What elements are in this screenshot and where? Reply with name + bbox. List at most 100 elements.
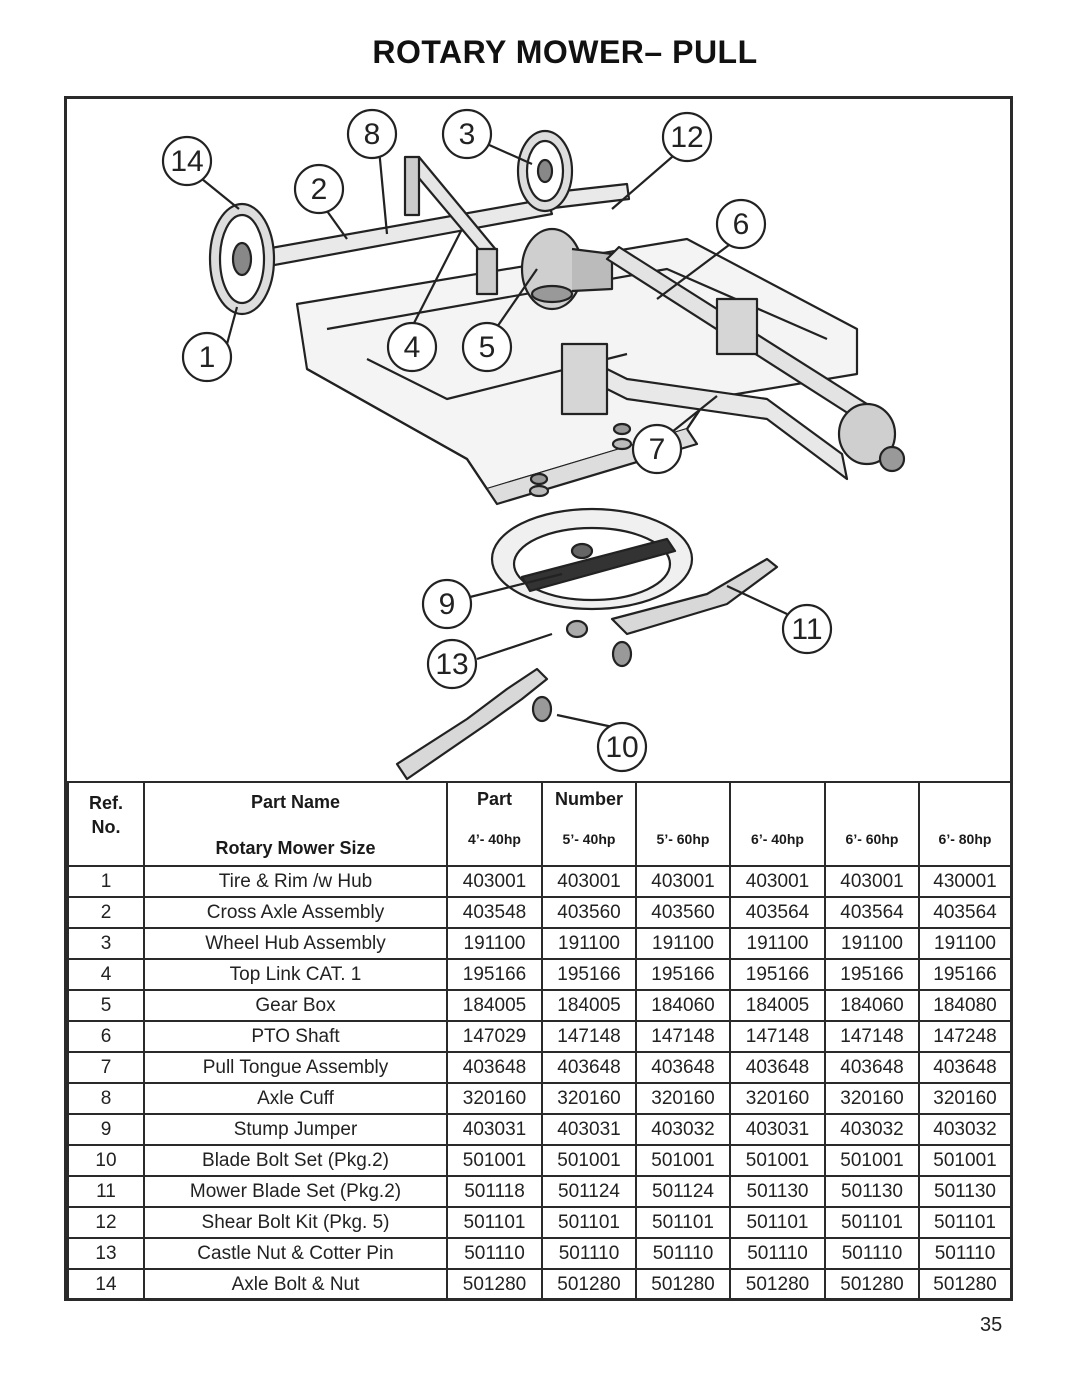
callout-7: 7: [631, 423, 683, 475]
exploded-parts-diagram: 14 8 3 12 2 6 1 4 5 7 9 11 13 10: [161, 108, 906, 781]
part-label: Part: [476, 789, 512, 809]
size-col-header: 6’- 60hp: [824, 781, 920, 867]
ref-no-cell: 8: [67, 1082, 145, 1115]
part-number-cell: 403001: [824, 865, 920, 898]
part-name-cell: Gear Box: [143, 989, 448, 1022]
table-header-row: Ref. No. Part Name Rotary Mower Size Par…: [67, 781, 1012, 867]
callout-11: 11: [781, 603, 833, 655]
ref-no-cell: 7: [67, 1051, 145, 1084]
hardware-nuts: [528, 422, 633, 498]
part-number-cell: 403564: [729, 896, 826, 929]
part-number-cell: 403648: [446, 1051, 543, 1084]
part-number-cell: 501280: [918, 1268, 1012, 1301]
mower-blades: [395, 557, 779, 781]
part-number-cell: 403031: [446, 1113, 543, 1146]
part-name-cell: Blade Bolt Set (Pkg.2): [143, 1144, 448, 1177]
part-name-cell: Castle Nut & Cotter Pin: [143, 1237, 448, 1270]
part-name-cell: Shear Bolt Kit (Pkg. 5): [143, 1206, 448, 1239]
page-number: 35: [980, 1314, 1003, 1336]
right-wheel: [516, 129, 574, 213]
part-number-cell: 501110: [918, 1237, 1012, 1270]
part-name-cell: PTO Shaft: [143, 1020, 448, 1053]
part-number-cell: 320160: [446, 1082, 543, 1115]
part-number-cell: 195166: [729, 958, 826, 991]
part-number-cell: 501001: [918, 1144, 1012, 1177]
part-number-cell: 184005: [541, 989, 637, 1022]
callout-9: 9: [421, 578, 473, 630]
part-number-cell: 403001: [541, 865, 637, 898]
part-number-cell: 191100: [824, 927, 920, 960]
part-number-cell: 184080: [918, 989, 1012, 1022]
part-number-cell: 403548: [446, 896, 543, 929]
part-number-cell: 501280: [729, 1268, 826, 1301]
part-number-cell: 147148: [824, 1020, 920, 1053]
ref-no-cell: 4: [67, 958, 145, 991]
part-number-cell: 501280: [541, 1268, 637, 1301]
callout-5: 5: [461, 321, 513, 373]
part-number-cell: 147148: [729, 1020, 826, 1053]
part-number-cell: 403031: [541, 1113, 637, 1146]
parts-table: Ref. No. Part Name Rotary Mower Size Par…: [67, 781, 1012, 1301]
svg-text:11: 11: [791, 613, 822, 646]
part-number-cell: 501130: [824, 1175, 920, 1208]
ref-no-cell: 13: [67, 1237, 145, 1270]
part-number-cell: 403648: [541, 1051, 637, 1084]
ref-no-cell: 6: [67, 1020, 145, 1053]
part-number-cell: 184005: [446, 989, 543, 1022]
callout-10: 10: [596, 721, 648, 773]
part-number-cell: 191100: [918, 927, 1012, 960]
callout-2: 2: [293, 163, 345, 215]
part-name-cell: Mower Blade Set (Pkg.2): [143, 1175, 448, 1208]
svg-text:9: 9: [439, 588, 456, 621]
ref-no-cell: 10: [67, 1144, 145, 1177]
ref-no-cell: 12: [67, 1206, 145, 1239]
ref-no-cell: 1: [67, 865, 145, 898]
part-number-cell: 501280: [446, 1268, 543, 1301]
part-number-cell: 501001: [541, 1144, 637, 1177]
part-number-cell: 195166: [824, 958, 920, 991]
svg-text:12: 12: [670, 121, 703, 154]
size-col-header: 5’- 60hp: [635, 781, 731, 867]
ref-no-cell: 9: [67, 1113, 145, 1146]
svg-text:4: 4: [404, 331, 421, 364]
ref-no-header: Ref. No.: [67, 781, 145, 867]
part-name-cell: Axle Bolt & Nut: [143, 1268, 448, 1301]
svg-text:5: 5: [479, 331, 496, 364]
left-wheel: [208, 202, 276, 316]
part-number-cell: 184060: [824, 989, 920, 1022]
part-number-cell: 147029: [446, 1020, 543, 1053]
part-number-cell: 501110: [635, 1237, 731, 1270]
part-number-cell: 191100: [541, 927, 637, 960]
part-number-cell: 320160: [635, 1082, 731, 1115]
part-number-cell: 403032: [635, 1113, 731, 1146]
part-number-cell: 501101: [824, 1206, 920, 1239]
part-number-cell: 501124: [635, 1175, 731, 1208]
part-number-cell: 320160: [729, 1082, 826, 1115]
part-number-cell: 403648: [635, 1051, 731, 1084]
part-number-cell: 501110: [729, 1237, 826, 1270]
part-number-cell: 403648: [729, 1051, 826, 1084]
part-number-cell: 191100: [635, 927, 731, 960]
part-number-cell: 191100: [446, 927, 543, 960]
ref-no-cell: 2: [67, 896, 145, 929]
part-number-cell: 501110: [541, 1237, 637, 1270]
svg-text:8: 8: [364, 118, 381, 151]
size-col-header: Number 5’- 40hp: [541, 781, 637, 867]
part-number-cell: 147148: [635, 1020, 731, 1053]
part-number-cell: 403032: [824, 1113, 920, 1146]
size-col-header: 6’- 40hp: [729, 781, 826, 867]
size-col-header: Part 4’- 40hp: [446, 781, 543, 867]
ref-no-cell: 5: [67, 989, 145, 1022]
svg-text:1: 1: [199, 341, 216, 374]
rotary-mower-size-label: Rotary Mower Size: [215, 838, 376, 858]
part-number-cell: 430001: [918, 865, 1012, 898]
callout-14: 14: [161, 135, 213, 187]
